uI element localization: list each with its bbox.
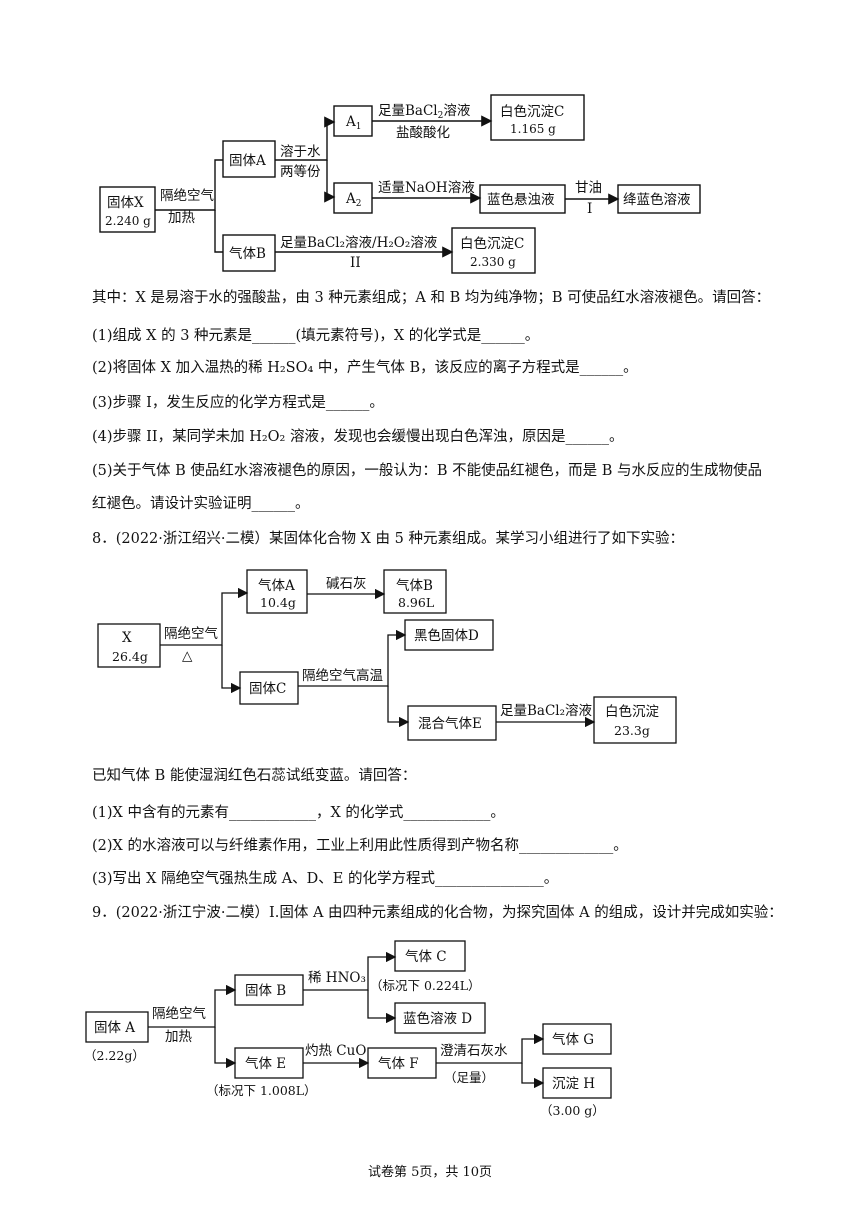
q9-title: 9．(2022·浙江宁波·二模）I.固体 A 由四种元素组成的化合物，为探究固体… <box>92 905 783 921</box>
box-gas-g <box>542 1023 612 1055</box>
mix-e-label: 混合气体E <box>418 716 482 732</box>
gas-c-label: 气体 C <box>405 949 447 965</box>
limewater-label: 澄清石灰水 <box>440 1043 508 1059</box>
box-solid-a <box>222 140 276 178</box>
gas-b8-label: 气体B <box>396 578 433 594</box>
q7-part3: (3)步骤 I，发生反应的化学方程式是______。 <box>92 395 384 411</box>
gas-g-label: 气体 G <box>552 1032 594 1048</box>
heat-label-2: 加热 <box>168 210 195 226</box>
gas-a-label: 气体A <box>258 578 295 594</box>
excess-label: （足量） <box>444 1070 494 1085</box>
q8-part2: (2)X 的水溶液可以与纤维素作用，工业上利用此性质得到产物名称________… <box>92 838 628 854</box>
gas-b8-volume: 8.96L <box>398 595 434 610</box>
heat8-label: 隔绝空气 <box>164 626 218 642</box>
box-blue-d <box>394 1002 486 1034</box>
box-ppt-h <box>542 1067 612 1099</box>
naoh-label: 适量NaOH溶液 <box>378 180 475 196</box>
dissolve-label-2: 两等份 <box>280 163 321 180</box>
q7-part1: (1)组成 X 的 3 种元素是______(填元素符号)，X 的化学式是___… <box>92 328 540 344</box>
a2-label: A2 <box>345 191 361 209</box>
ppt-c2-mass: 2.330 g <box>470 255 516 269</box>
glycerol-label: 甘油 <box>575 180 602 196</box>
q7-part4: (4)步骤 II，某同学未加 H₂O₂ 溶液，发现也会缓慢出现白色浑浊，原因是_… <box>92 429 624 445</box>
a1-label: A1 <box>345 114 361 132</box>
reagent-bacl2-label: 足量BaCl2溶液 <box>378 103 471 121</box>
box-gas-b <box>222 234 276 272</box>
ppt8-label: 白色沉淀 <box>605 703 659 720</box>
solid-x-label: 固体X <box>107 195 144 211</box>
box-solid-b <box>234 974 304 1006</box>
reagent8-label: 足量BaCl₂溶液 <box>500 703 593 719</box>
gas-a-mass: 10.4g <box>260 595 296 610</box>
gas-b-label: 气体B <box>229 246 266 262</box>
q7-part2: (2)将固体 X 加入温热的稀 H₂SO₄ 中，产生气体 B，该反应的离子方程式… <box>92 360 638 376</box>
ppt8-mass: 23.3g <box>614 723 650 738</box>
solid-a9-mass: （2.22g） <box>84 1048 145 1063</box>
ppt-c1-mass: 1.165 g <box>510 122 556 136</box>
ppt-h-mass: （3.00 g） <box>540 1103 605 1118</box>
reagent-bacl2-h2o2-label: 足量BaCl₂溶液/H₂O₂溶液 <box>280 235 438 251</box>
q8-known: 已知气体 B 能使湿润红色石蕊试纸变蓝。请回答： <box>92 768 417 784</box>
high-temp-label: 隔绝空气高温 <box>302 667 383 684</box>
gas-e-volume: （标况下 1.008L） <box>206 1083 317 1098</box>
heat-label-1: 隔绝空气 <box>160 188 214 204</box>
box-ppt8 <box>593 696 677 744</box>
black-d-label: 黑色固体D <box>414 627 479 644</box>
page-footer: 试卷第 5页，共 10页 <box>367 1165 493 1180</box>
box-gas-c <box>394 940 466 972</box>
soda-lime-label: 碱石灰 <box>326 576 367 592</box>
heat8-triangle: △ <box>182 648 193 664</box>
ppt-h-label: 沉淀 H <box>552 1076 595 1092</box>
box-gas-b8 <box>383 569 447 614</box>
q7-part5-cont: 红褪色。请设计实验证明______。 <box>92 496 310 512</box>
box-solid-a9 <box>85 1011 149 1043</box>
blue-suspension-label: 蓝色悬浊液 <box>487 191 555 208</box>
flowchart-7: 固体X 2.240 g 隔绝空气 加热 固体A 溶于水 两等份 A1 A2 足量… <box>99 94 701 274</box>
deep-blue-label: 绛蓝色溶液 <box>623 191 691 208</box>
q8-part3: (3)写出 X 隔绝空气强热生成 A、D、E 的化学方程式___________… <box>92 871 559 887</box>
step-i-label: I <box>587 201 592 217</box>
x-label: X <box>122 630 132 646</box>
box-x <box>97 623 161 668</box>
hno3-label: 稀 HNO₃ <box>308 970 366 986</box>
acidify-label: 盐酸酸化 <box>396 125 450 141</box>
solid-a-label: 固体A <box>229 153 266 169</box>
solid-b-label: 固体 B <box>245 983 286 999</box>
box-solid-c <box>239 671 299 705</box>
x-mass: 26.4g <box>112 649 148 664</box>
solid-x-mass: 2.240 g <box>105 214 151 228</box>
box-gas-a <box>246 569 308 614</box>
q7-part5: (5)关于气体 B 使品红水溶液褪色的原因，一般认为：B 不能使品红褪色，而是 … <box>92 463 763 479</box>
box-gas-e <box>234 1047 304 1079</box>
cuo-label: 灼热 CuO <box>305 1043 366 1059</box>
heat9-label-2: 加热 <box>165 1029 192 1045</box>
gas-f-label: 气体 F <box>378 1056 419 1072</box>
ppt-c2-label: 白色沉淀C <box>460 235 524 252</box>
solid-c-label: 固体C <box>249 681 286 697</box>
solid-a9-label: 固体 A <box>94 1020 135 1036</box>
box-gas-f <box>367 1047 437 1079</box>
box-black-d <box>404 619 494 651</box>
blue-d-label: 蓝色溶液 D <box>403 1010 472 1027</box>
gas-e-label: 气体 E <box>245 1056 286 1072</box>
ppt-c1-label: 白色沉淀C <box>500 103 564 120</box>
q7-intro: 其中：X 是易溶于水的强酸盐，由 3 种元素组成；A 和 B 均为纯净物；B 可… <box>92 290 771 306</box>
dissolve-label-1: 溶于水 <box>280 144 321 160</box>
q8-title: 8．(2022·浙江绍兴·二模）某固体化合物 X 由 5 种元素组成。某学习小组… <box>92 531 684 547</box>
heat9-label-1: 隔绝空气 <box>152 1006 206 1022</box>
q8-part1: (1)X 中含有的元素有____________，X 的化学式_________… <box>92 805 505 821</box>
box-mix-e <box>407 705 497 741</box>
gas-c-volume: （标况下 0.224L） <box>370 978 481 993</box>
step-ii-label: II <box>350 255 361 271</box>
